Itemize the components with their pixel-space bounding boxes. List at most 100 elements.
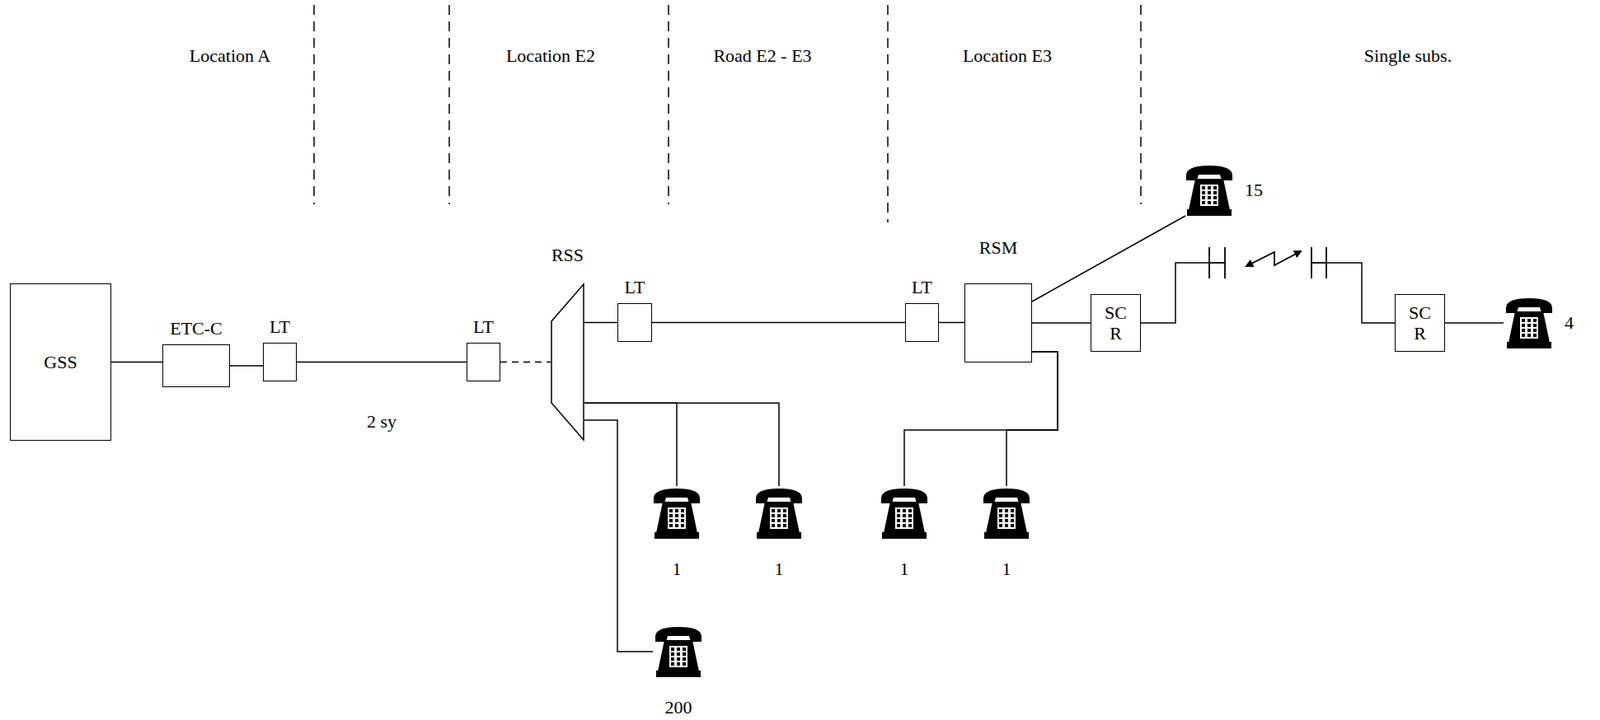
node-label: LT — [269, 316, 291, 338]
node-label: LT — [624, 276, 646, 298]
remote-stage: RSS — [550, 283, 585, 442]
key — [675, 514, 679, 518]
key — [896, 524, 901, 528]
key — [1533, 323, 1537, 328]
key — [676, 647, 681, 652]
keypad — [997, 507, 1016, 530]
key — [896, 514, 901, 518]
key — [1527, 319, 1531, 323]
phone-body — [1188, 178, 1230, 211]
connector-line — [652, 322, 906, 324]
connector-line — [584, 322, 618, 324]
key — [777, 509, 781, 513]
key — [675, 509, 679, 513]
key — [771, 514, 775, 518]
key — [1533, 333, 1537, 338]
key — [676, 662, 681, 667]
key — [783, 519, 787, 523]
key — [1004, 509, 1009, 513]
location-header: Location E3 — [961, 45, 1054, 67]
telephone: 1 — [980, 486, 1033, 541]
terminal-box: ETC-C — [162, 344, 230, 388]
phone-body — [1508, 311, 1550, 343]
node-label: 1 — [900, 558, 910, 580]
key — [1207, 186, 1211, 190]
key — [1010, 519, 1014, 523]
location-header: Single subs. — [1362, 45, 1454, 67]
telephone: 4 — [1503, 295, 1555, 351]
node-label: SC R — [1408, 302, 1432, 345]
key — [1533, 328, 1537, 333]
keypad — [769, 507, 789, 530]
connector-line — [1006, 351, 1058, 487]
radio-unit: SC R — [1090, 294, 1141, 352]
key — [783, 509, 787, 513]
keypad — [895, 507, 914, 530]
key — [771, 519, 775, 523]
radio-antenna — [1209, 247, 1327, 279]
key — [771, 509, 775, 513]
connector-line — [229, 365, 263, 367]
key — [682, 647, 686, 652]
node-label: 1 — [672, 558, 682, 580]
key — [777, 514, 781, 518]
key — [999, 509, 1003, 513]
telephone-icon — [1183, 163, 1235, 218]
key — [670, 662, 675, 667]
key — [896, 509, 901, 513]
key — [902, 519, 906, 523]
key — [682, 652, 686, 657]
key — [670, 652, 675, 657]
connector-line — [1445, 322, 1504, 324]
key — [1527, 323, 1531, 328]
key — [1521, 319, 1525, 323]
handset — [755, 488, 803, 504]
key — [777, 519, 781, 523]
handset — [1186, 165, 1233, 181]
connector-line — [111, 361, 163, 364]
key — [1213, 196, 1217, 200]
telephone-icon — [878, 486, 930, 541]
phone-base — [984, 532, 1029, 540]
keypad — [1520, 317, 1539, 339]
key — [783, 514, 787, 518]
location-header: Location A — [187, 45, 273, 67]
key — [999, 519, 1003, 523]
connector-line — [1140, 262, 1395, 324]
telephone: 15 — [1183, 163, 1235, 218]
handset — [1506, 298, 1553, 314]
key — [682, 662, 686, 667]
node-label: 15 — [1244, 179, 1263, 201]
connector-line — [500, 361, 551, 364]
trapezoid — [551, 284, 584, 441]
key — [1213, 191, 1217, 195]
key — [669, 509, 673, 513]
key — [1533, 319, 1537, 323]
key — [1010, 509, 1014, 513]
node-label: 1 — [774, 558, 784, 580]
key — [1521, 323, 1525, 328]
key — [1527, 328, 1531, 333]
key — [675, 519, 679, 523]
key — [771, 524, 775, 528]
phone-base — [882, 532, 927, 540]
key — [1521, 328, 1525, 333]
key — [1010, 514, 1014, 518]
link-label: 2 sy — [365, 411, 399, 433]
connector-line — [584, 403, 779, 487]
phone-body — [985, 502, 1028, 534]
key — [1207, 196, 1211, 200]
keypad — [669, 646, 688, 668]
node-label: 1 — [1002, 558, 1012, 580]
key — [777, 524, 781, 528]
node-label: ETC-C — [169, 318, 223, 339]
key — [669, 514, 673, 518]
node-label: LT — [473, 316, 494, 338]
key — [680, 524, 685, 528]
key — [682, 657, 686, 662]
telephone: 1 — [651, 486, 703, 541]
key — [1201, 186, 1206, 190]
key — [676, 657, 681, 662]
key — [896, 519, 901, 523]
